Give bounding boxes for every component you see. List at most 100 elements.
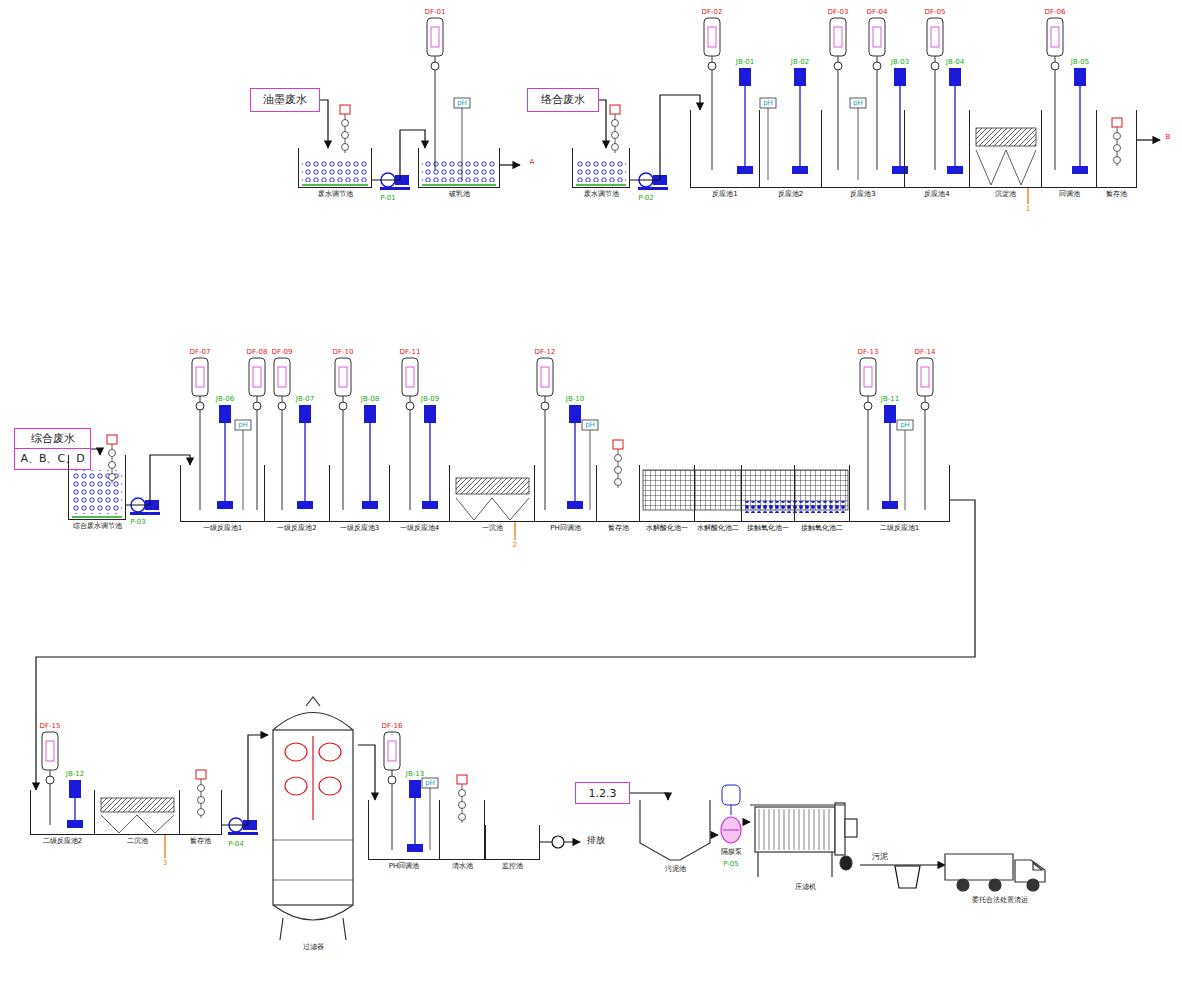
drawing-part: [750, 805, 845, 877]
tag-label: JB-02: [791, 58, 809, 66]
tag-label: pH: [900, 421, 910, 429]
drawing-part: [850, 98, 866, 108]
drawing-part: [638, 187, 668, 190]
drawing-part: [402, 358, 418, 396]
drawing-part: [200, 396, 201, 510]
drawing-part: [249, 358, 265, 396]
drawing-part: [764, 809, 765, 850]
drawing-part: [784, 809, 785, 850]
drawing-part: [274, 358, 290, 396]
tank: PH回调池: [368, 800, 440, 860]
node-label: PH回调池: [550, 524, 581, 532]
drawing-part: [615, 479, 622, 486]
node-label: 油墨废水: [251, 89, 319, 110]
node-label: 废水调节池: [584, 190, 619, 198]
tank: 监控池: [485, 825, 540, 860]
drawing-part: [731, 805, 732, 815]
drawing-part: [1027, 188, 1028, 204]
equipment-outline: [718, 815, 744, 845]
node-label: 压滤机: [795, 883, 816, 891]
equipment: 隔膜泵: [718, 815, 744, 845]
tag-label: JB-08: [361, 395, 379, 403]
drawing-part: [799, 86, 800, 172]
tag-label: JB-09: [421, 395, 439, 403]
drawing-part: [574, 423, 575, 507]
node-label: 接触氧化池二: [801, 524, 843, 532]
drawing-part: [431, 62, 439, 70]
tag-label: P-01: [380, 194, 396, 202]
drawing-part: [414, 798, 415, 850]
drawing-part: [884, 405, 896, 423]
node-label: 一级反应池1: [203, 524, 242, 532]
drawing-part: [814, 809, 815, 850]
drawing-part: [72, 160, 626, 514]
drawing-part: [72, 185, 626, 517]
drawing-part: [704, 18, 720, 56]
node-label: 综合废水: [15, 429, 90, 449]
drawing-part: [768, 108, 769, 180]
node-label: 1.2.3: [576, 783, 629, 804]
tank-compartment: 二沉池: [95, 790, 180, 835]
drawing-part: [500, 164, 520, 165]
drawing-part: [257, 396, 258, 510]
drawing-part: [858, 108, 859, 180]
drawing-part: [342, 120, 349, 127]
drawing-part: [722, 785, 740, 815]
drawing-part: [456, 498, 529, 520]
drawing-part: [273, 730, 353, 905]
drawing-part: [892, 166, 908, 174]
drawing-part: [799, 809, 800, 850]
drawing-part: [278, 402, 286, 410]
drawing-part: [759, 809, 760, 850]
tag-label: JB-10: [566, 395, 584, 403]
tank: 破乳池: [418, 148, 500, 188]
drawing-part: [537, 358, 553, 396]
node-label: 反应池3: [850, 190, 875, 198]
drawing-part: [613, 440, 623, 449]
drawing-part: [845, 819, 857, 837]
drawing-part: [101, 815, 174, 833]
drawing-part: [228, 832, 258, 835]
drawing-part: [541, 367, 549, 387]
drawing-part: [304, 423, 305, 507]
drawing-part: [410, 396, 411, 510]
node-label: 络合废水: [528, 89, 598, 110]
tank: 二级反应池2: [30, 790, 95, 835]
equipment-outline: [268, 690, 358, 940]
drawing-part: [1079, 86, 1080, 172]
tag-label: JB-07: [296, 395, 314, 403]
tank-compartment: 一级反应池3: [330, 465, 390, 522]
drawing-part: [109, 450, 116, 457]
drawing-part: [894, 68, 906, 86]
drawing-part: [789, 809, 790, 850]
tag-label: DF-11: [400, 348, 421, 356]
drawing-part: [42, 732, 58, 770]
drawing-part: [407, 844, 423, 852]
tag-label: B: [1166, 133, 1171, 141]
equipment: 污泥池: [640, 800, 710, 862]
tag-label: P-03: [130, 518, 146, 526]
tag-label: DF-15: [40, 722, 61, 730]
drawing-part: [198, 809, 205, 816]
node-label: 监控池: [502, 862, 523, 870]
drawing-part: [935, 56, 936, 170]
node-label: 反应池1: [712, 190, 737, 198]
node-label: 过滤器: [303, 943, 324, 951]
tag-label: DF-12: [535, 348, 556, 356]
drawing-part: [364, 405, 376, 423]
drawing-part: [552, 836, 564, 848]
drawing-part: [340, 105, 350, 114]
drawing-part: [905, 430, 906, 510]
tank-compartment: PH回调池: [535, 465, 597, 522]
drawing-part: [422, 160, 496, 182]
drawing-part: [723, 829, 739, 830]
drawing-part: [299, 405, 311, 423]
drawing-part: [109, 462, 116, 469]
drawing-part: [567, 501, 583, 509]
drawing-part: [794, 68, 806, 86]
drawing-part: [712, 56, 713, 170]
drawing-part: [456, 478, 529, 494]
drawing-part: [830, 18, 846, 56]
drawing-part: [921, 402, 929, 410]
drawing-part: [107, 435, 117, 444]
